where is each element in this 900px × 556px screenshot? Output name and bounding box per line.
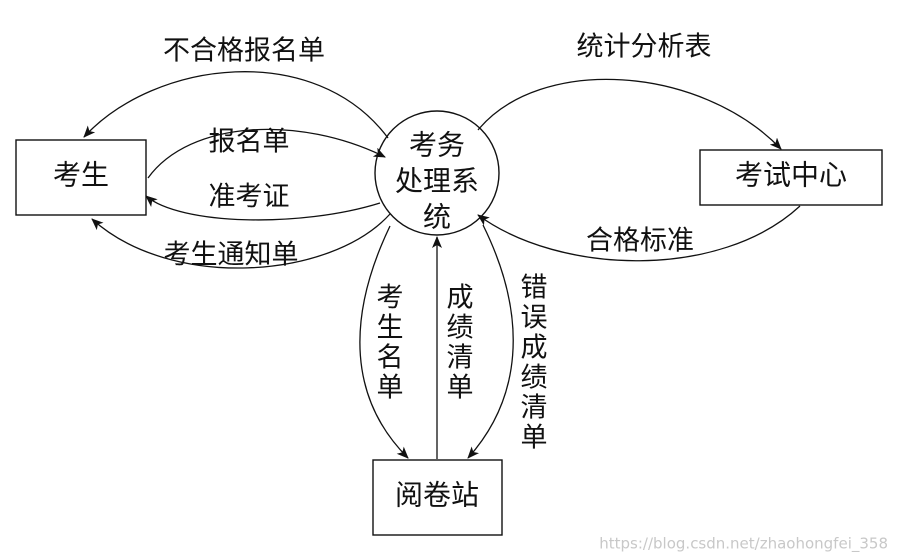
label-statistics-table: 统计分析表 (577, 32, 712, 63)
label-candidate-list-char: 单 (377, 373, 404, 404)
label-score-list-char: 清 (447, 343, 474, 374)
label-error-score-list-char: 清 (521, 393, 548, 424)
node-exam-center: 考试中心 (699, 149, 883, 206)
process-label-line2: 处理系 (395, 165, 479, 198)
label-candidate-list-char: 考 (377, 283, 404, 314)
process-label-line3: 统 (423, 201, 451, 234)
node-grading-station-label: 阅卷站 (395, 479, 479, 512)
flow-unqualified-list (83, 71, 389, 139)
label-error-score-list: 错 误 成 绩 清 单 (521, 273, 548, 454)
label-qualification-standard: 合格标准 (586, 226, 694, 257)
label-candidate-list-char: 名 (377, 343, 404, 374)
label-error-score-list-char: 单 (521, 423, 548, 454)
label-error-score-list-char: 误 (521, 303, 548, 334)
flow-candidate-list (359, 225, 409, 459)
label-score-list: 成 绩 清 单 (447, 283, 474, 404)
flow-qualification-standard (477, 205, 801, 262)
node-candidate-label: 考生 (53, 159, 109, 192)
flow-registration-form (147, 128, 386, 179)
label-candidate-list: 考 生 名 单 (377, 283, 404, 404)
node-exam-center-label: 考试中心 (735, 159, 847, 192)
process-label-line1: 考务 (409, 129, 465, 162)
label-score-list-char: 单 (447, 373, 474, 404)
node-candidate: 考生 (15, 139, 147, 216)
label-candidate-list-char: 生 (377, 313, 404, 344)
node-grading-station: 阅卷站 (372, 459, 503, 536)
label-score-list-char: 绩 (447, 313, 474, 344)
process-exam-system: 考务 处理系 统 (374, 110, 500, 236)
label-unqualified-list: 不合格报名单 (163, 36, 325, 67)
label-candidate-notice: 考生通知单 (164, 240, 299, 271)
flow-statistics-table (477, 78, 782, 150)
flow-candidate-notice (91, 213, 391, 269)
label-registration-form: 报名单 (209, 127, 290, 158)
flow-admission-ticket (145, 195, 381, 221)
label-score-list-char: 成 (447, 283, 474, 314)
label-admission-ticket: 准考证 (209, 182, 290, 213)
watermark-text: https://blog.csdn.net/zhaohongfei_358 (599, 535, 888, 554)
label-error-score-list-char: 错 (521, 273, 548, 304)
label-error-score-list-char: 绩 (521, 363, 548, 394)
flow-error-score-list (467, 224, 514, 459)
label-error-score-list-char: 成 (521, 333, 548, 364)
